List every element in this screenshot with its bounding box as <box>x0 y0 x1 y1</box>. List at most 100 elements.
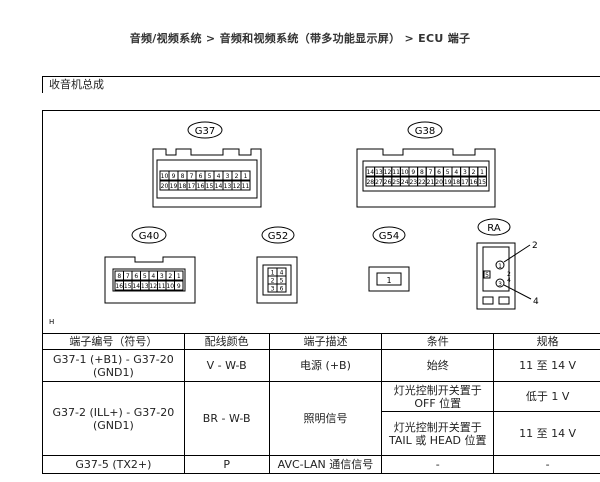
connector-label-g52: G52 <box>268 231 288 242</box>
pin-number: 8 <box>420 169 424 176</box>
pin-number: 15 <box>124 283 132 290</box>
pin-number: 16 <box>115 283 123 290</box>
pin-number: 26 <box>384 179 392 186</box>
pin-number: 3 <box>463 169 467 176</box>
pin-number: 4 <box>280 270 284 277</box>
pin-cell <box>477 176 487 187</box>
breadcrumb: 音频/视频系统 > 音频和视频系统（带多功能显示屏） > ECU 端子 <box>129 32 471 45</box>
cell-spec: - <box>493 455 600 474</box>
pin-number: 1 <box>480 169 484 176</box>
pin-cell <box>174 280 184 291</box>
connector-label-ra: RA <box>487 223 501 234</box>
pin-number: 9 <box>411 169 415 176</box>
ra-pin-3: 3 <box>498 281 502 288</box>
pin-number: 10 <box>161 173 169 180</box>
pin-number: 25 <box>392 179 400 186</box>
pin-number: 21 <box>427 179 435 186</box>
pin-number: 6 <box>437 169 441 176</box>
pin-number: 2 <box>168 273 172 280</box>
section-title: 收音机总成 <box>42 76 600 93</box>
pin-number: 4 <box>217 173 221 180</box>
pin-number: 17 <box>188 183 196 190</box>
pin-number: 27 <box>375 179 383 186</box>
cell-terminal: G37-5 (TX2+) <box>42 455 185 474</box>
cell-spec: 11 至 14 V <box>493 411 600 456</box>
pin-number: 11 <box>242 183 250 190</box>
pin-number: 6 <box>134 273 138 280</box>
pin-number: 7 <box>190 173 194 180</box>
cell-spec: 11 至 14 V <box>493 349 600 382</box>
pin-number: 12 <box>233 183 241 190</box>
cell-spec: 低于 1 V <box>493 381 600 412</box>
cell-condition: 灯光控制开关置于 OFF 位置 <box>381 381 495 412</box>
pin-number: 2 <box>235 173 239 180</box>
pin-number: 6 <box>199 173 203 180</box>
connector-g54: G54 1 <box>368 226 410 292</box>
connector-label-g37: G37 <box>195 126 215 137</box>
header-condition: 条件 <box>381 333 495 350</box>
pin-number: 3 <box>226 173 230 180</box>
pin-number: 18 <box>452 179 460 186</box>
pin-number: 7 <box>429 169 433 176</box>
pin-number: 4 <box>454 169 458 176</box>
pin-number: 17 <box>461 179 469 186</box>
pin-number: 12 <box>149 283 157 290</box>
header-spec: 规格 <box>493 333 600 350</box>
cell-description: AVC-LAN 通信信号 <box>268 455 383 474</box>
connector-label-g38: G38 <box>415 126 435 137</box>
pin-number: 13 <box>141 283 149 290</box>
connector-label-g54: G54 <box>379 231 399 242</box>
pin-number: 3 <box>160 273 164 280</box>
g54-pin-1: 1 <box>386 276 391 285</box>
pin-cell <box>240 170 251 181</box>
pin-number: 23 <box>409 179 417 186</box>
ra-pin-4: 4 <box>507 277 511 284</box>
pin-number: 5 <box>208 173 212 180</box>
pin-cell <box>174 270 184 281</box>
pin-number: 13 <box>375 169 383 176</box>
pin-number: 6 <box>280 286 284 293</box>
pin-number: 11 <box>158 283 166 290</box>
ra-pin-5: 5 <box>485 272 489 279</box>
pin-number: 10 <box>166 283 174 290</box>
cell-wire-color: P <box>183 455 270 474</box>
pin-cell <box>276 283 287 293</box>
pin-number: 4 <box>151 273 155 280</box>
pin-number: 16 <box>470 179 478 186</box>
cell-terminal: G37-1 (+B1) - G37-20 (GND1) <box>42 349 185 382</box>
cell-condition: 灯光控制开关置于 TAIL 或 HEAD 位置 <box>381 411 495 456</box>
pin-number: 14 <box>132 283 140 290</box>
table-header-row: 端子编号（符号） 配线颜色 端子描述 条件 规格 <box>42 333 600 350</box>
cell-terminal: G37-2 (ILL+) - G37-20 (GND1) <box>42 381 185 456</box>
pin-number: 16 <box>197 183 205 190</box>
pin-number: 2 <box>271 278 275 285</box>
pin-number: 14 <box>366 169 374 176</box>
pin-number: 15 <box>478 179 486 186</box>
ra-pin-1: 1 <box>498 263 502 270</box>
table-row: G37-2 (ILL+) - G37-20 (GND1) BR - W-B 照明… <box>42 381 600 456</box>
cell-wire-color: V - W-B <box>183 349 270 382</box>
table-row: G37-1 (+B1) - G37-20 (GND1) V - W-B 电源 (… <box>42 349 600 382</box>
pin-number: 14 <box>215 183 223 190</box>
pin-number: 1 <box>177 273 181 280</box>
diagram-corner-label: H <box>49 318 54 326</box>
pin-number: 18 <box>179 183 187 190</box>
connector-label-g40: G40 <box>139 231 159 242</box>
pin-number: 8 <box>117 273 121 280</box>
pin-number: 19 <box>444 179 452 186</box>
pin-number: 28 <box>366 179 374 186</box>
pin-number: 11 <box>392 169 400 176</box>
pin-number: 9 <box>177 283 181 290</box>
cell-condition: 始终 <box>381 349 495 382</box>
ra-callout-2: 2 <box>532 241 538 251</box>
pin-number: 7 <box>126 273 130 280</box>
pin-number: 1 <box>244 173 248 180</box>
